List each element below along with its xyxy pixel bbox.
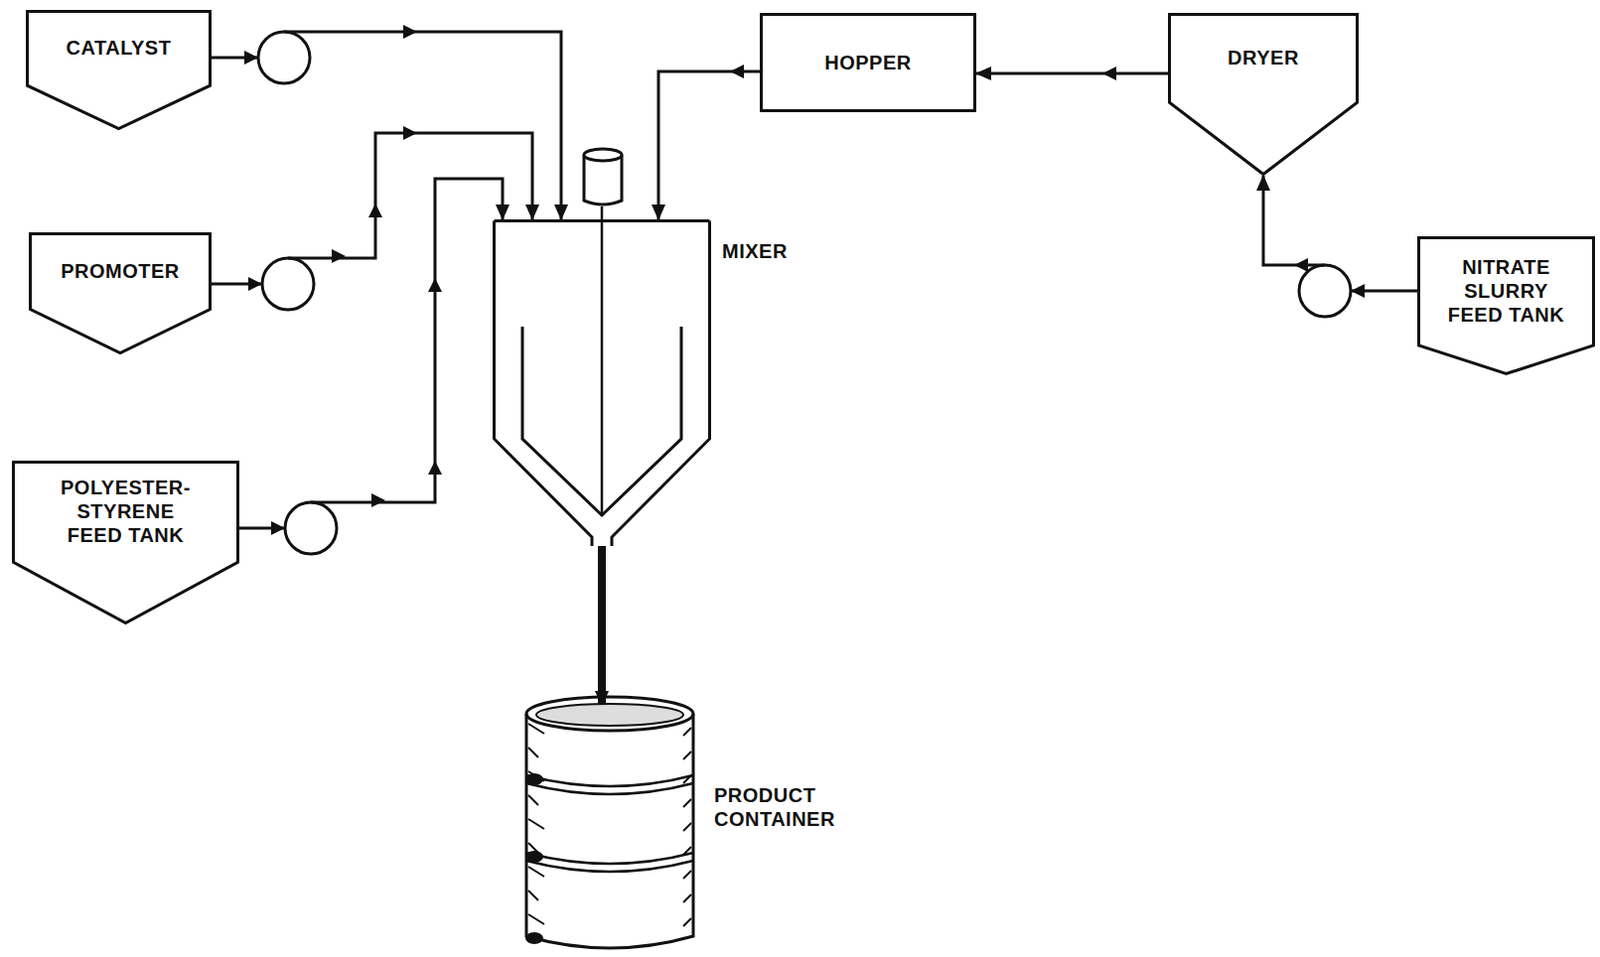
equipment-label: MIXER [722, 239, 788, 264]
tank: PROMOTER [28, 232, 212, 355]
mixer-shaft [600, 206, 604, 517]
node-label: HOPPER [824, 50, 911, 75]
text-area: DRYER [1167, 12, 1359, 103]
text-area: NITRATE SLURRY FEED TANK [1417, 236, 1596, 346]
node-label: CATALYST [66, 35, 172, 60]
flow-line [1263, 175, 1418, 291]
flow-line [239, 178, 503, 529]
flow-arrow [331, 249, 346, 264]
node-label: PROMOTER [60, 259, 180, 284]
flow-line [211, 133, 533, 285]
text-area: CATALYST [25, 9, 212, 86]
pump-symbol [262, 258, 314, 310]
node-label: DRYER [1227, 45, 1300, 70]
text-area: POLYESTER- STYRENE FEED TANK [11, 460, 240, 563]
text-area: PROMOTER [28, 232, 212, 309]
text-area: MIXER [722, 239, 788, 264]
tank: POLYESTER- STYRENE FEED TANK [11, 460, 240, 625]
flow-line [658, 71, 760, 220]
text-area: PRODUCT CONTAINER [714, 783, 864, 832]
mixer-vessel: MIXER [492, 219, 712, 547]
shape-outline [520, 694, 700, 954]
tank: NITRATE SLURRY FEED TANK [1417, 236, 1596, 376]
tank: DRYER [1167, 12, 1359, 176]
text-area: HOPPER [759, 12, 977, 113]
shape-outline [25, 9, 212, 131]
process-box: HOPPER [759, 12, 977, 113]
shape-outline [492, 219, 712, 547]
pump-symbol [285, 502, 337, 555]
shape-outline [28, 232, 212, 355]
flow-line [211, 31, 562, 220]
flow-arrow [371, 493, 386, 508]
equipment-label: PRODUCT CONTAINER [714, 783, 864, 832]
shape-outline [1167, 12, 1359, 176]
node-label: POLYESTER- STYRENE FEED TANK [56, 475, 196, 548]
pump-symbol [258, 31, 310, 84]
tank: CATALYST [25, 9, 212, 131]
flow-line [976, 72, 1168, 76]
pump-symbol [1299, 265, 1351, 317]
flow-line [597, 546, 606, 707]
product-drum: PRODUCT CONTAINER [520, 694, 700, 954]
mixer-motor [583, 148, 622, 205]
node-label: NITRATE SLURRY FEED TANK [1437, 255, 1577, 327]
